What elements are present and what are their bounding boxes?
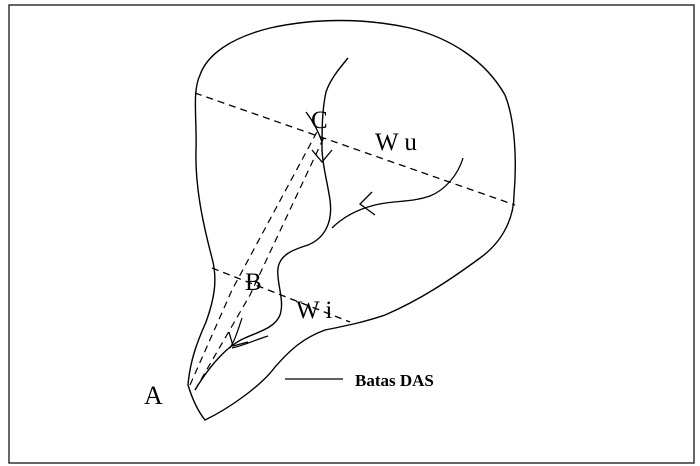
watershed-boundary	[187, 19, 516, 421]
label-batas-das: Batas DAS	[355, 371, 434, 390]
length-line-a-c-left	[189, 129, 319, 386]
flow-arrow-east	[359, 191, 376, 216]
label-point-a: A	[144, 381, 163, 410]
label-point-b: B	[245, 269, 262, 296]
flow-arrow-lower	[228, 331, 249, 347]
lower-tributary	[229, 317, 243, 349]
main-river	[194, 57, 349, 391]
label-wi: W i	[296, 297, 332, 324]
label-wu: W u	[375, 129, 417, 156]
flow-arrow-c	[311, 149, 333, 164]
length-line-a-c-right	[194, 134, 326, 391]
upper-tributary	[305, 111, 323, 143]
east-tributary	[331, 157, 464, 229]
label-point-c: C	[311, 107, 328, 134]
lower-tributary-2	[231, 335, 269, 349]
wu-width-line	[194, 92, 516, 206]
diagram-frame	[8, 4, 695, 464]
